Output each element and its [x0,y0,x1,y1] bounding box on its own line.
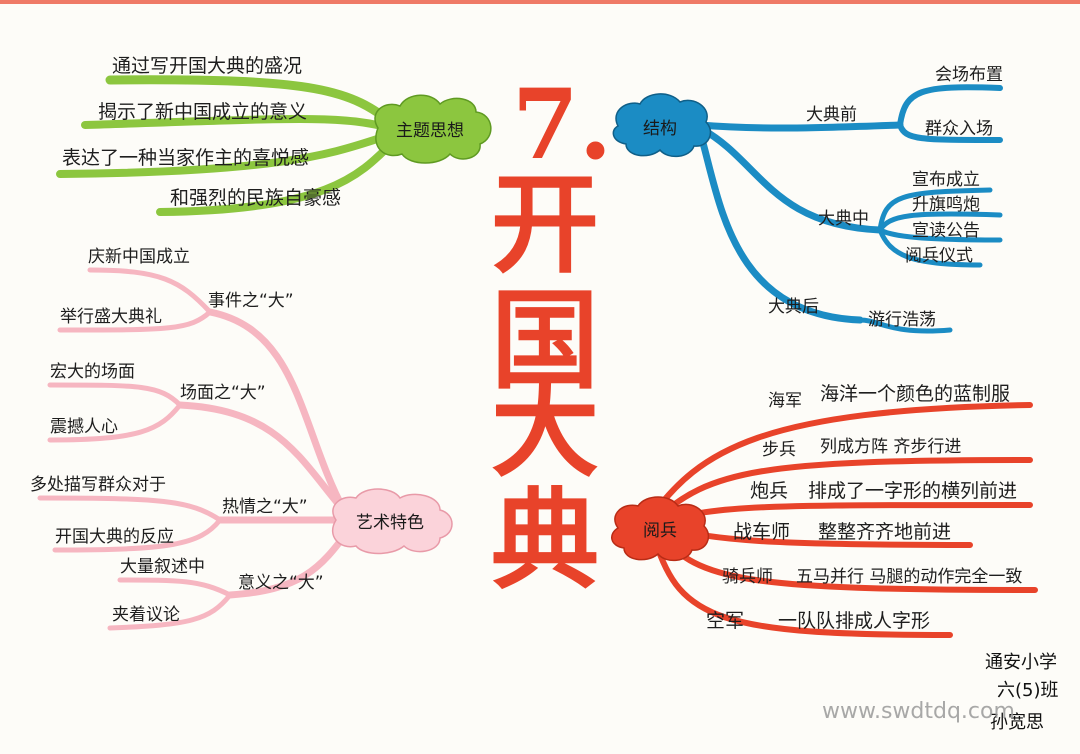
branch-theme: 主题思想 通过写开国大典的盛况 揭示了新中国成立的意义 表达了一种当家作主的喜悦… [56,55,492,216]
parade-troop-2: 步兵 [762,440,796,460]
art-group-1: 事件之“大” [208,291,294,311]
title-char-1: 开 [491,162,599,288]
parade-desc-1: 海洋一个颜色的蓝制服 [820,383,1010,405]
title-char-4: 典 [491,478,599,604]
structure-before-item-2: 群众入场 [925,119,993,139]
parade-troop-5: 骑兵师 [722,567,773,587]
footer-class: 六(5)班 [997,680,1059,701]
parade-troop-4: 战车师 [733,521,790,543]
footer-credits: 通安小学 六(5)班 孙宽思 [985,652,1059,733]
parade-desc-4: 整整齐齐地前进 [818,521,951,543]
structure-before-item-1: 会场布置 [935,65,1003,85]
footer-school: 通安小学 [985,652,1057,673]
parade-troop-1: 海军 [768,391,802,411]
art-group-3-item-2: 开国大典的反应 [55,527,174,547]
parade-desc-6: 一队队排成人字形 [778,610,930,632]
theme-node: 主题思想 [374,94,492,164]
theme-label: 主题思想 [396,121,464,141]
title-number: 7. [512,68,612,181]
art-group-4: 意义之“大” [238,573,324,593]
parade-troop-3: 炮兵 [750,480,788,502]
art-group-1-item-2: 举行盛大典礼 [60,307,162,327]
art-group-4-item-2: 夹着议论 [112,605,180,625]
structure-branch-lines [696,84,1003,334]
art-node: 艺术特色 [331,488,453,555]
theme-item-4: 和强烈的民族自豪感 [170,187,341,209]
structure-during-item-2: 升旗鸣炮 [912,195,980,215]
art-group-2-item-2: 震撼人心 [50,417,118,437]
structure-group-during: 大典中 [818,209,869,229]
branch-structure: 结构 大典前 会场布置 群众入场 大典中 宣布成立 升旗鸣炮 宣读公告 阅兵仪式… [612,65,1003,334]
parade-desc-2: 列成方阵 齐步行进 [820,437,961,457]
top-edge-strip [0,0,1080,4]
watermark: www.swdtdq.com [822,699,1015,724]
theme-item-2: 揭示了新中国成立的意义 [98,101,307,123]
parade-node: 阅兵 [611,496,710,562]
structure-node: 结构 [612,93,712,158]
art-group-1-item-1: 庆新中国成立 [88,247,190,267]
parade-troop-6: 空军 [706,610,744,632]
central-title: 7. 开 国 大 典 [491,68,612,604]
parade-label: 阅兵 [643,521,677,541]
title-char-3: 大 [491,366,599,492]
art-group-3: 热情之“大” [222,497,308,517]
structure-group-before: 大典前 [806,105,857,125]
structure-during-item-1: 宣布成立 [912,170,980,190]
parade-branch-lines [647,402,1038,638]
title-char-2: 国 [491,278,599,404]
branch-art: 艺术特色 事件之“大” 庆新中国成立 举行盛大典礼 场面之“大” 宏大的场面 震… [30,247,453,631]
structure-label: 结构 [643,119,677,139]
structure-group-after: 大典后 [768,297,819,317]
structure-during-item-4: 阅兵仪式 [905,246,973,266]
branch-parade: 阅兵 海军 海洋一个颜色的蓝制服 步兵 列成方阵 齐步行进 炮兵 排成了一字形的… [611,383,1038,638]
theme-item-1: 通过写开国大典的盛况 [112,55,302,77]
art-group-2-item-1: 宏大的场面 [50,362,135,382]
parade-desc-3: 排成了一字形的横列前进 [808,480,1017,502]
art-group-2: 场面之“大” [180,383,266,403]
structure-after-item-1: 游行浩荡 [868,310,936,330]
art-group-4-item-1: 大量叙述中 [120,557,205,577]
art-label: 艺术特色 [356,513,424,533]
structure-during-item-3: 宣读公告 [912,221,980,241]
theme-item-3: 表达了一种当家作主的喜悦感 [62,147,309,169]
parade-desc-5: 五马并行 马腿的动作完全一致 [796,567,1022,587]
art-branch-lines [37,267,354,631]
footer-name: 孙宽思 [990,712,1044,733]
art-group-3-item-1: 多处描写群众对于 [30,475,166,495]
